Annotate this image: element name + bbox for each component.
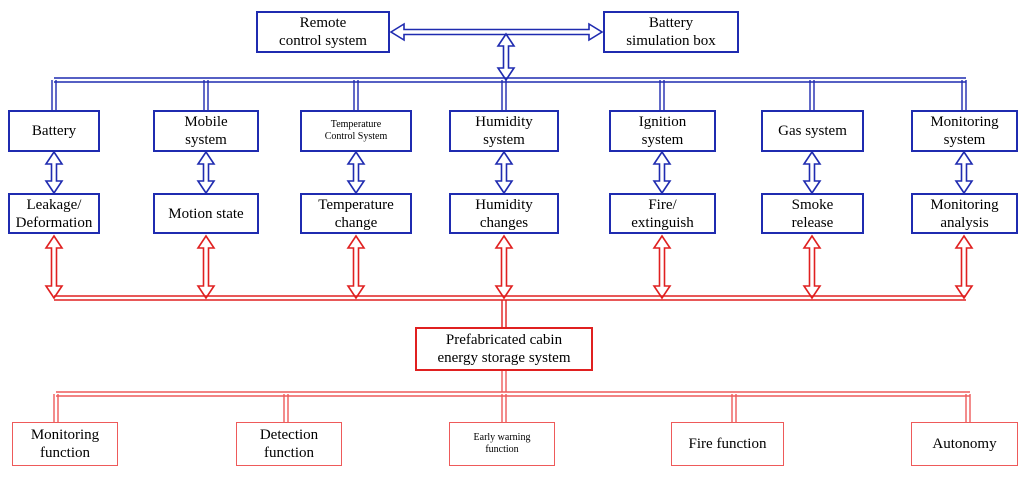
system-box-mobile: Mobile system: [153, 110, 259, 152]
state-box-fire-extinguish: Fire/ extinguish: [609, 193, 716, 234]
system-box-monitoring: Monitoring system: [911, 110, 1018, 152]
battery-simulation-box: Battery simulation box: [603, 11, 739, 53]
state-box-temperature-change: Temperature change: [300, 193, 412, 234]
system-box-battery: Battery: [8, 110, 100, 152]
red-state-arrow-0: [44, 234, 64, 300]
system-box-temperature-control: Temperature Control System: [300, 110, 412, 152]
state-box-humidity-changes: Humidity changes: [449, 193, 559, 234]
remote-control-system-box: Remote control system: [256, 11, 390, 53]
center-vertical-arrow: [496, 32, 516, 82]
prefabricated-cabin-box: Prefabricated cabin energy storage syste…: [415, 327, 593, 371]
state-box-leakage-deformation: Leakage/ Deformation: [8, 193, 100, 234]
red-state-arrow-2: [346, 234, 366, 300]
red-state-arrow-1: [196, 234, 216, 300]
top-double-arrow: [389, 22, 604, 42]
red-state-arrow-6: [954, 234, 974, 300]
red-state-arrow-3: [494, 234, 514, 300]
blue-system-arrow-0: [44, 150, 64, 195]
function-box-fire: Fire function: [671, 422, 784, 466]
blue-system-arrow-2: [346, 150, 366, 195]
function-box-early-warning: Early warning function: [449, 422, 555, 466]
function-box-autonomy: Autonomy: [911, 422, 1018, 466]
blue-system-arrow-3: [494, 150, 514, 195]
state-box-monitoring-analysis: Monitoring analysis: [911, 193, 1018, 234]
system-box-gas: Gas system: [761, 110, 864, 152]
system-box-humidity: Humidity system: [449, 110, 559, 152]
blue-system-arrow-4: [652, 150, 672, 195]
red-state-arrow-4: [652, 234, 672, 300]
blue-system-arrow-5: [802, 150, 822, 195]
system-box-ignition: Ignition system: [609, 110, 716, 152]
red-state-arrow-5: [802, 234, 822, 300]
function-box-monitoring: Monitoring function: [12, 422, 118, 466]
blue-system-arrow-1: [196, 150, 216, 195]
function-box-detection: Detection function: [236, 422, 342, 466]
blue-system-arrow-6: [954, 150, 974, 195]
state-box-smoke-release: Smoke release: [761, 193, 864, 234]
state-box-motion: Motion state: [153, 193, 259, 234]
